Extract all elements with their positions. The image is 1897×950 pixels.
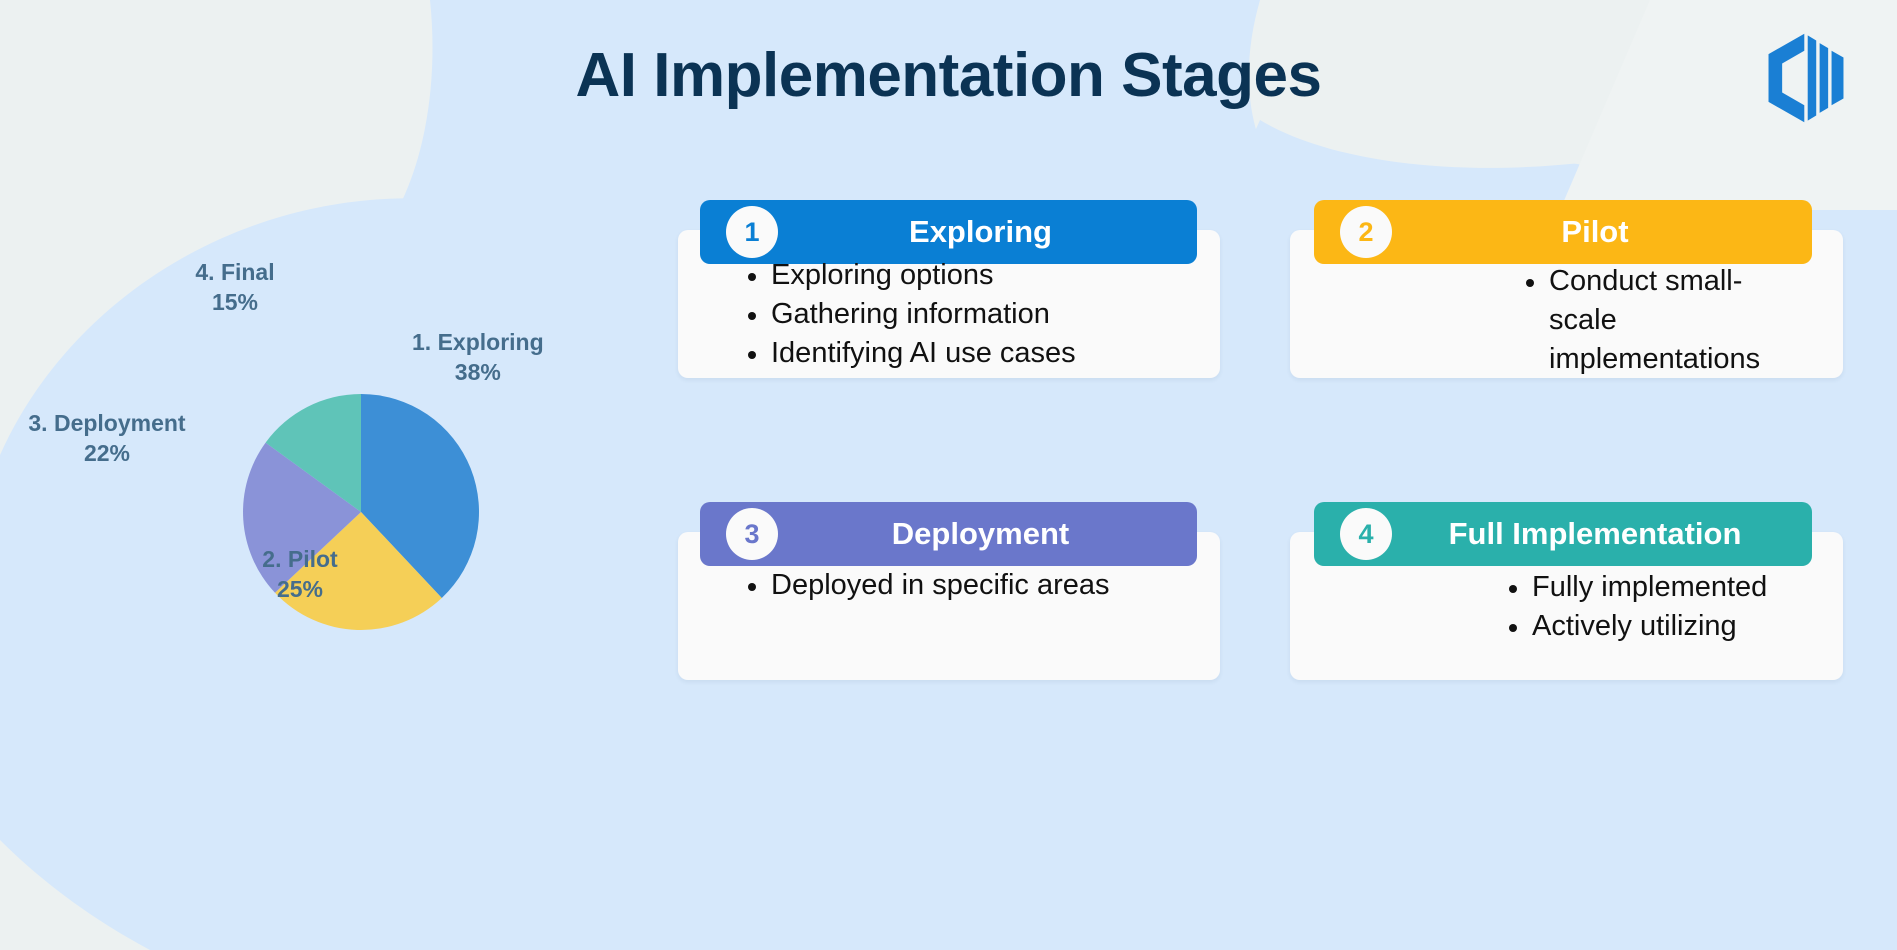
stage-card-header: 2 Pilot [1314,200,1812,264]
page-title: AI Implementation Stages [575,41,1322,110]
list-item: Gathering information [740,295,1210,334]
pie-label-exploring-name: 1. Exploring [412,329,544,355]
stage-number-badge: 1 [726,206,778,258]
pie-label-final-name: 4. Final [195,259,275,285]
stage-card-list: Deployed in specific areas [740,566,1210,605]
stage-card-title: Pilot [1561,214,1629,249]
hexagon-brand-logo [1768,33,1844,123]
stage-card-list: Conduct small-scale implementations [1258,262,1760,379]
pie-label-pilot-name: 2. Pilot [262,546,338,572]
pie-label-final-value: 15% [211,288,259,315]
stage-card-title: Full Implementation [1448,516,1742,551]
stage-card-header: 3 Deployment [700,502,1197,566]
pie-label-pilot: 2. Pilot 25% [230,545,370,605]
pie-slice-final [265,394,361,512]
pie-slice-exploring [361,394,480,598]
list-item: Deployed in specific areas [740,566,1210,605]
pie-label-exploring-value: 38% [454,358,501,385]
logo-bar-1 [1807,35,1817,121]
pie-label-deployment-name: 3. Deployment [28,410,186,436]
stage-card-list: Fully implemented Actively utilizing [1250,568,1770,646]
stage-number-badge: 2 [1340,206,1392,258]
logo-bar-3 [1831,50,1844,106]
pie-slice-deployment [243,442,361,593]
background-corner-bottom-left [0,840,150,950]
stage-card-header: 1 Exploring [700,200,1197,264]
pie-label-final: 4. Final 15% [160,258,310,318]
pie-slice-pilot [275,512,442,631]
logo-c-shape [1768,33,1805,123]
list-item: Conduct small-scale implementations [1258,262,1760,379]
logo-bar-2 [1819,43,1829,113]
list-item: Identifying AI use cases [740,334,1210,373]
list-item: Actively utilizing [1250,607,1770,646]
stage-card-list: Exploring options Gathering information … [740,256,1210,373]
list-item: Fully implemented [1250,568,1770,607]
stage-card-header: 4 Full Implementation [1314,502,1812,566]
stage-number-badge: 3 [726,508,778,560]
pie-label-deployment-value: 22% [83,439,131,466]
pie-label-exploring: 1. Exploring 38% [412,328,544,388]
list-item: Exploring options [740,256,1210,295]
pie-label-pilot-value: 25% [276,575,324,602]
stage-card-title: Exploring [909,214,1052,249]
stage-card-title: Deployment [891,516,1070,551]
stage-number-badge: 4 [1340,508,1392,560]
pie-label-deployment: 3. Deployment 22% [12,409,202,469]
